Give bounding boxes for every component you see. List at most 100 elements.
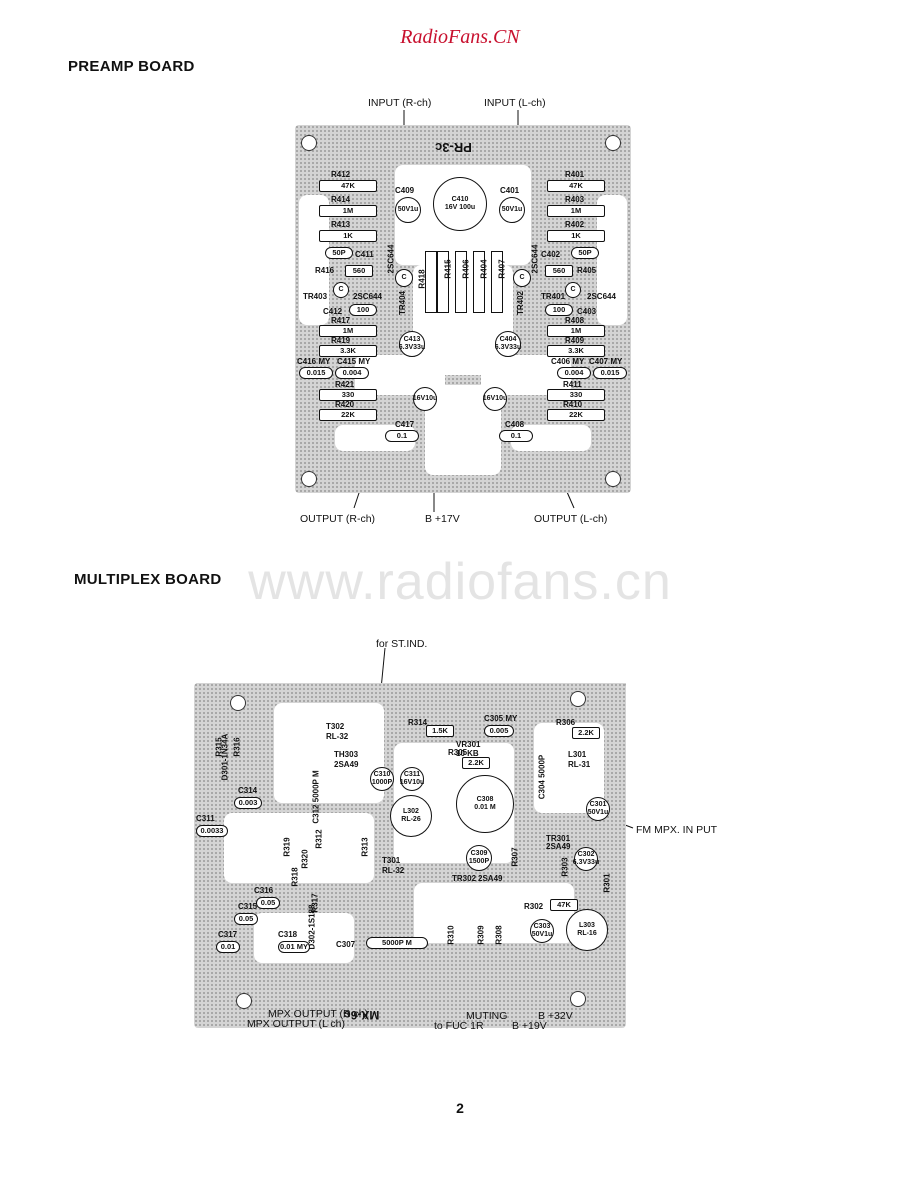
c401-capacitor: 50V1u [499,197,525,223]
output-r-label: OUTPUT (R-ch) [300,513,376,525]
tr301-type: 2SA49 [546,842,571,851]
r315-label: R315 [214,737,224,757]
c315-capacitor: 0.05 [234,913,258,925]
l302-type: RL-26 [401,816,421,823]
c415-capacitor: 0.004 [335,367,369,379]
input-r-label: INPUT (R-ch) [368,97,432,109]
c413-label: C413 [403,336,421,344]
r407-resistor [491,251,503,313]
r401-label: R401 [565,170,585,179]
r309-label: R309 [476,925,486,945]
board-marking: PR-3c [435,140,472,155]
c307-label: C307 [336,940,356,949]
c304-label: C304 [537,780,547,800]
r419-label: R419 [331,336,351,345]
c316-label: C316 [254,886,274,895]
tr402-label: TR402 [516,290,526,316]
to-fuc-label: to FUC 1R [434,1020,484,1032]
c310-value: 1000P [371,779,393,786]
r308-label: R308 [494,925,504,945]
r415-resistor [437,251,449,313]
c402-label: C402 [541,250,561,259]
c411-label: C411 [355,250,374,259]
th303-type: 2SA49 [334,760,359,769]
c309-label: C309 [470,850,488,858]
c301-label: C301 [589,801,607,809]
l301-type: RL-31 [568,760,591,769]
c416-capacitor: 0.015 [299,367,333,379]
preamp-pcb: PR-3c R412 47K R414 1M R413 1K 50P C411 … [295,125,631,493]
c417-capacitor: 0.1 [385,430,419,442]
page-number: 2 [456,1100,464,1116]
c403-capacitor: 100 [545,304,573,316]
r402-label: R402 [565,220,585,229]
l303-label: L303 [579,922,595,930]
c303-label: C303 [533,923,551,931]
tr401-type: 2SC644 [587,292,616,301]
r417-label: R417 [331,316,351,325]
c314-label: C314 [238,786,258,795]
c311b-capacitor: 0.0033 [196,825,228,837]
r414-resistor: 1M [319,205,377,217]
r314-resistor: 1.5K [426,725,454,737]
tr401-label: TR401 [541,292,566,301]
c317-capacitor: 0.01 [216,941,240,953]
r312-label: R312 [314,829,324,849]
multiplex-board-title: MULTIPLEX BOARD [74,571,222,588]
r405-resistor: 560 [545,265,573,277]
r302-label: R302 [524,902,544,911]
r411-resistor: 330 [547,389,605,401]
r413-label: R413 [331,220,351,229]
r408-label: R408 [565,316,585,325]
c404-value: 6.3V33u [494,344,522,351]
r410-label: R410 [563,400,583,409]
r318-label: R318 [290,867,300,887]
r421-label: R421 [335,380,355,389]
c305-capacitor: 0.005 [484,725,514,737]
c302-value: 6.3V33u [572,859,600,866]
vr301-label: VR301 [456,740,481,749]
r414-label: R414 [331,195,351,204]
r404-resistor [473,251,485,313]
r302-resistor: 47K [550,899,578,911]
c412-label: C412 [323,307,343,316]
tr-right-type: 2SC644 [530,244,540,274]
c405-capacitor: 16V10u [483,387,507,411]
r401-resistor: 47K [547,180,605,192]
c308-label: C308 [476,796,494,804]
c318-capacitor: 0.01 MY [278,941,310,953]
r306-resistor: 2.2K [572,727,600,739]
r314-label: R314 [408,718,428,727]
r415-label: R415 [443,259,453,279]
r305-resistor: 2.2K [462,757,490,769]
t301-label: T301 [382,856,401,865]
site-watermark: www.radiofans.cn [248,553,672,611]
r310-label: R310 [446,925,456,945]
r409-label: R409 [565,336,585,345]
l303-type: RL-16 [577,930,597,937]
r421-resistor: 330 [319,389,377,401]
r405-label: R405 [577,266,597,275]
tr404-transistor: C [395,269,413,287]
c415-label: C415 MY [337,357,371,366]
c412-capacitor: 100 [349,304,377,316]
c314-capacitor: 0.003 [234,797,262,809]
c311b-label: C311 [196,814,215,823]
r416-resistor: 560 [345,265,373,277]
c417-label: C417 [395,420,415,429]
tr402-transistor: C [513,269,531,287]
t301-type: RL-32 [382,866,405,875]
tr302-label: TR302 [452,874,477,883]
r413-resistor: 1K [319,230,377,242]
r406-resistor [455,251,467,313]
mpx-output-l-label: MPX OUTPUT (L ch) [247,1018,346,1030]
tr403-transistor: C [333,282,349,298]
preamp-board-title: PREAMP BOARD [68,58,195,75]
c309-value: 1500P [468,858,490,865]
tr403-label: TR403 [303,292,328,301]
l301-label: L301 [568,750,587,759]
r316-label: R316 [232,737,242,757]
